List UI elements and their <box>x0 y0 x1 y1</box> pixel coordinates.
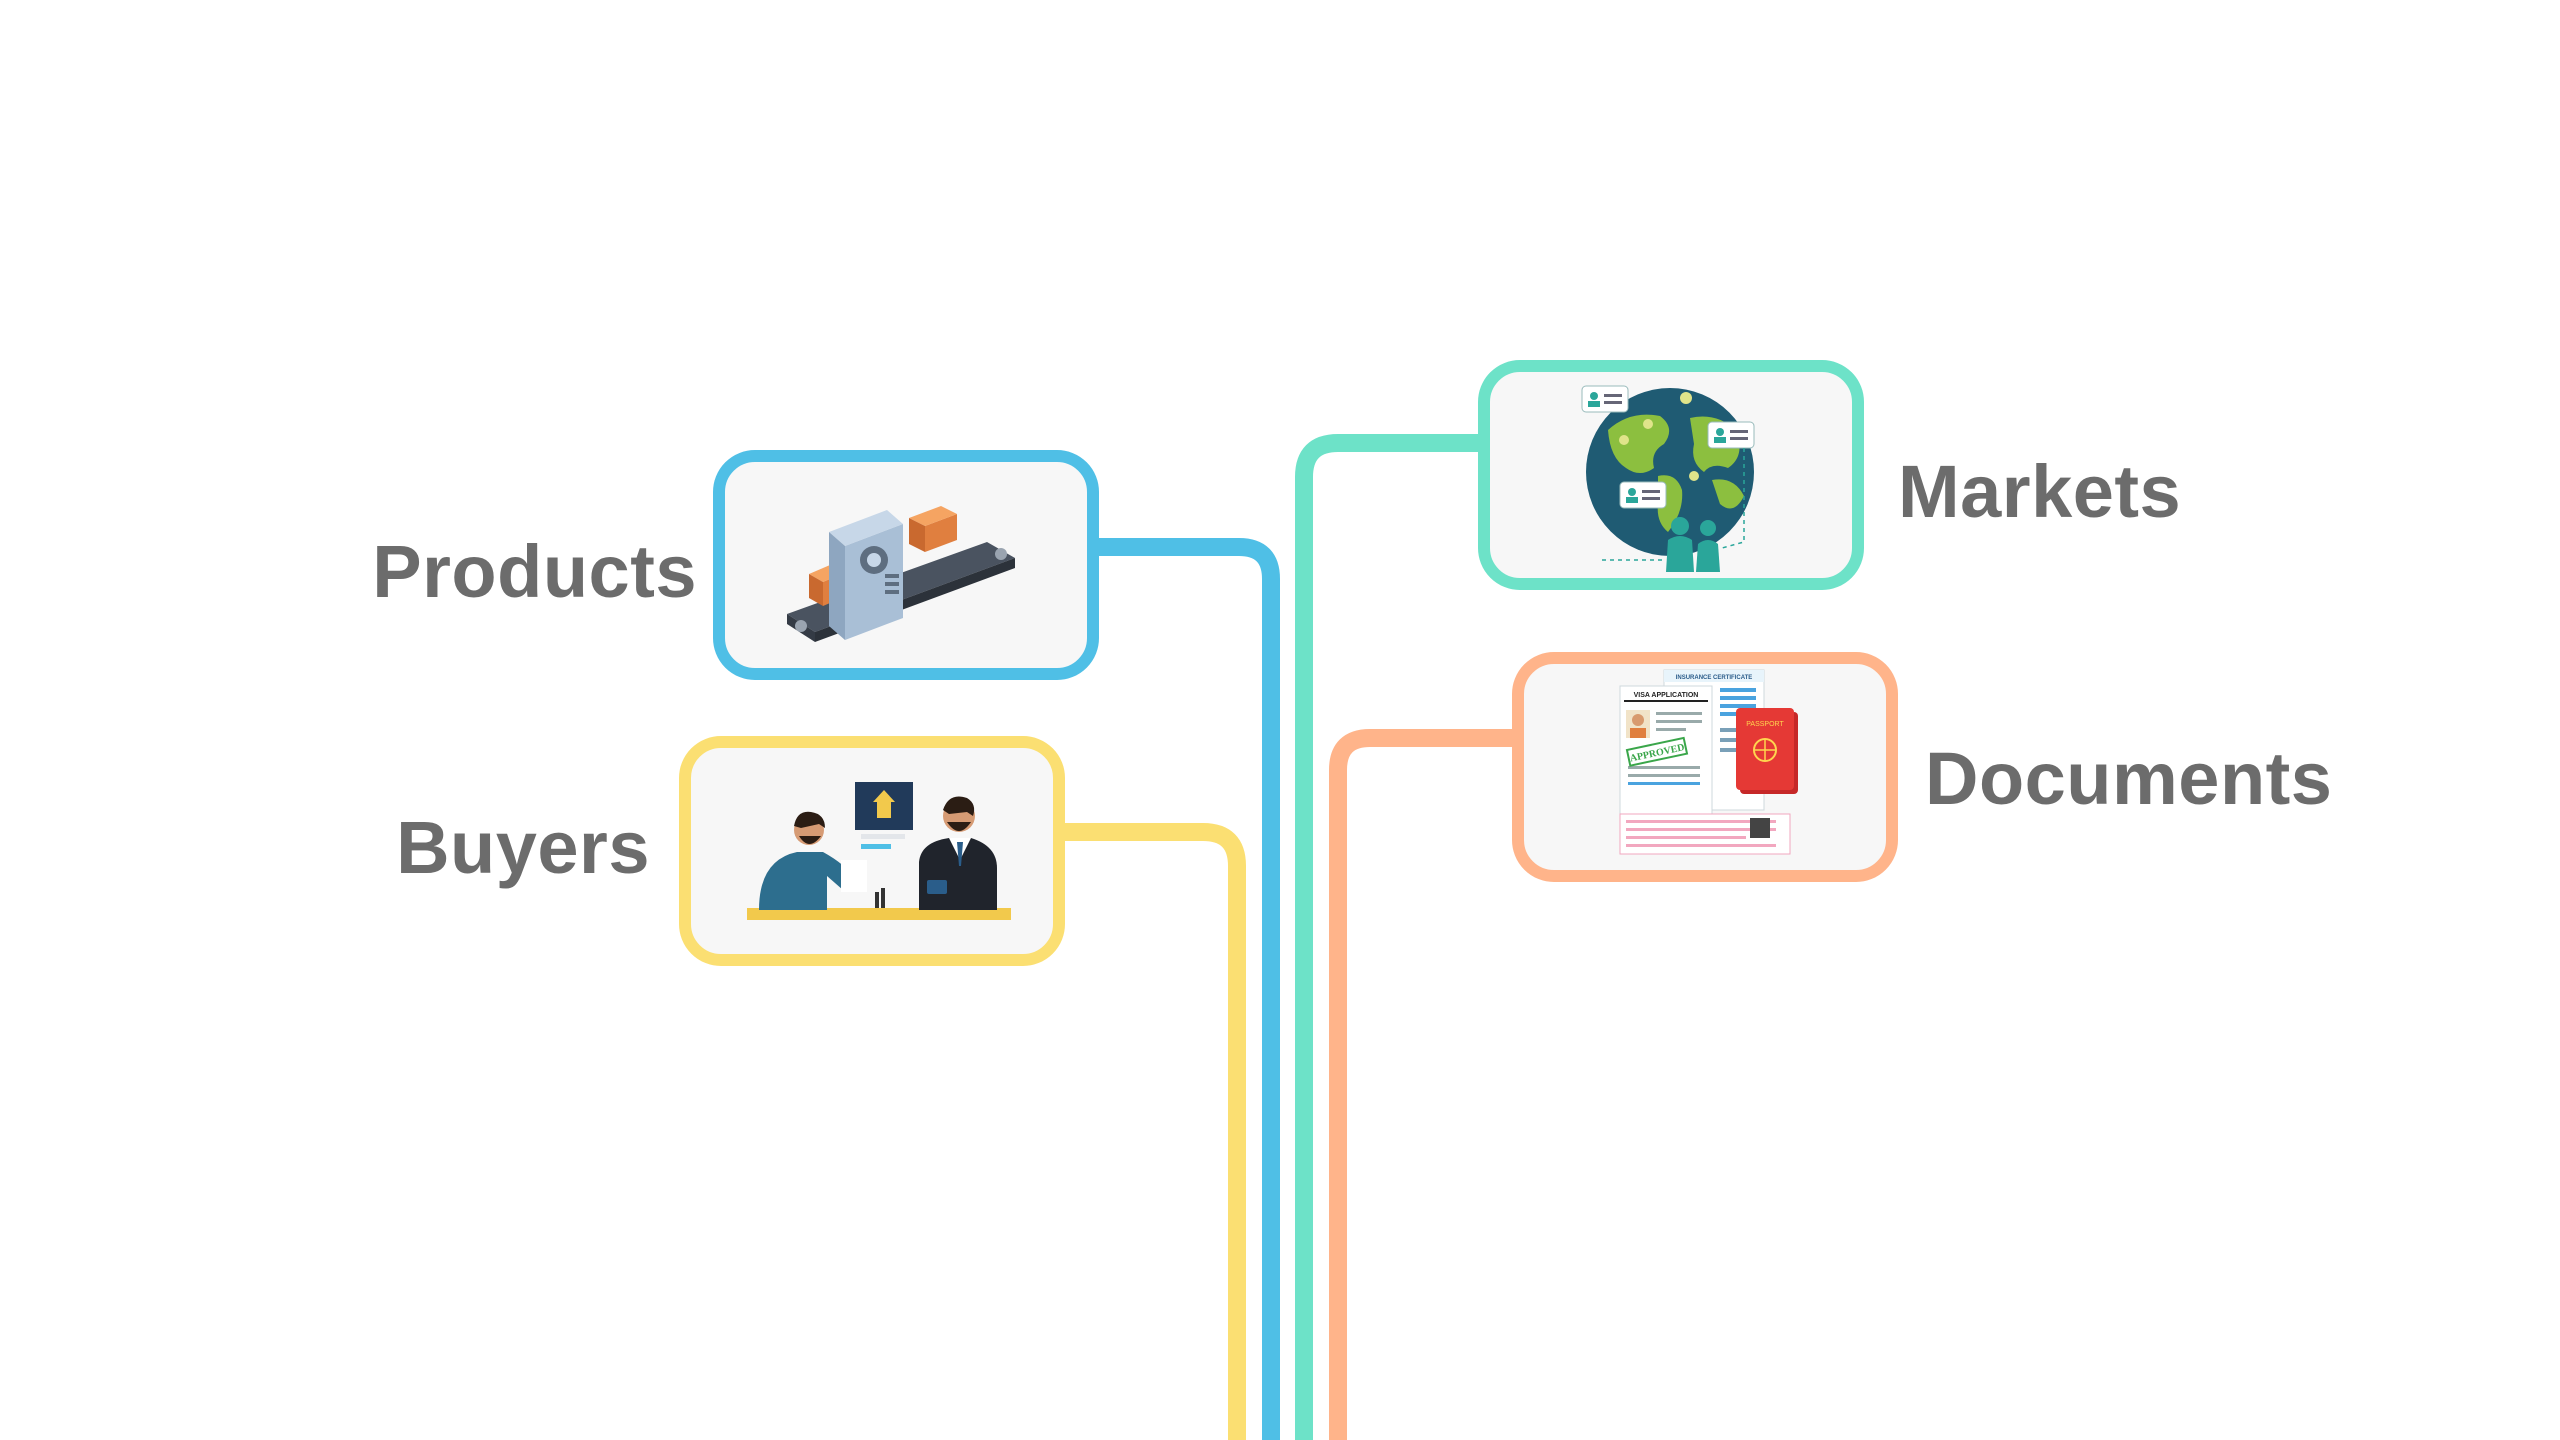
connector-buyers <box>1059 823 1246 1440</box>
buyers-card[interactable] <box>679 736 1065 966</box>
products-card[interactable] <box>713 450 1099 680</box>
passport-visa-documents-icon: INSURANCE CERTIFICATE VISA APPLICATION A… <box>1619 669 1798 855</box>
documents-label: Documents <box>1925 737 2333 820</box>
connector-documents <box>1329 729 1518 1440</box>
products-label: Products <box>372 530 697 613</box>
connector-markets <box>1295 434 1484 1440</box>
insurance-certificate-text: INSURANCE CERTIFICATE <box>1676 675 1753 681</box>
markets-label: Markets <box>1898 450 2182 533</box>
markets-card[interactable] <box>1478 360 1864 590</box>
business-meeting-icon <box>747 782 1011 920</box>
buyers-label: Buyers <box>396 806 650 889</box>
documents-card[interactable]: INSURANCE CERTIFICATE VISA APPLICATION A… <box>1512 652 1898 882</box>
connector-products <box>1093 538 1280 1440</box>
globe-location-pins-icon <box>1581 385 1755 572</box>
conveyor-belt-boxes-icon <box>787 506 1015 642</box>
visa-application-text: VISA APPLICATION <box>1634 692 1699 699</box>
passport-text: PASSPORT <box>1746 721 1784 728</box>
